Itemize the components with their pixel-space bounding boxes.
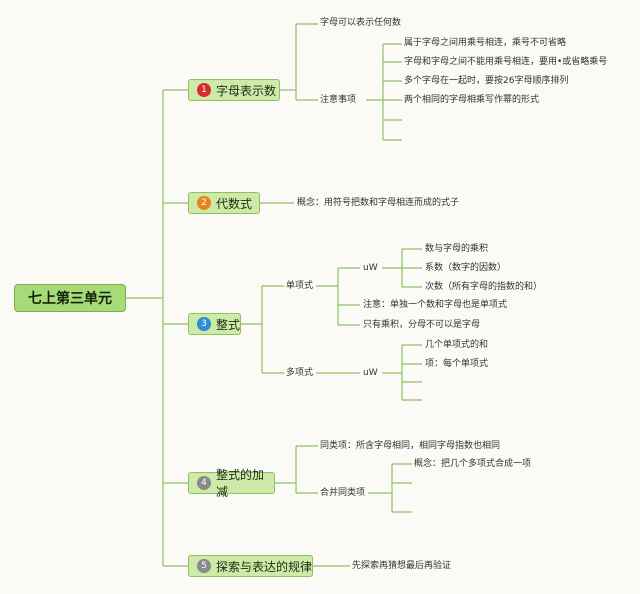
number-3-icon: 3 (197, 317, 211, 331)
number-1-icon: 1 (197, 83, 211, 97)
number-2-icon: 2 (197, 196, 211, 210)
leaf-text: 次数（所有字母的指数的和） (425, 282, 543, 292)
branch-title: 代数式 (216, 196, 253, 211)
number-5-icon: 5 (197, 559, 211, 573)
sub-label: 注意事项 (320, 95, 357, 105)
leaf-text: 系数（数字的因数） (425, 263, 507, 273)
number-4-icon: 4 (197, 476, 211, 490)
branch-node-4: 4 整式的加减 (188, 468, 275, 499)
branch-title: 整式 (216, 317, 241, 332)
branch-node-5: 5 探索与表达的规律 (188, 555, 313, 577)
leaf-text: 先探索再猜想最后再验证 (352, 561, 452, 571)
note-item: 字母和字母之间不能用乘号相连，要用•或省略乘号 (404, 57, 608, 67)
leaf-text: 概念：用符号把数和字母相连而成的式子 (297, 198, 460, 208)
sub-label: uW (363, 368, 378, 378)
leaf-text: 只有乘积，分母不可以是字母 (363, 320, 481, 330)
branch-node-3: 3 整式 (188, 313, 241, 335)
root-node: 七上第三单元 (14, 284, 126, 312)
note-item: 属于字母之间用乘号相连，乘号不可省略 (404, 38, 567, 48)
leaf-text: 注意：单独一个数和字母也是单项式 (363, 300, 508, 310)
leaf-text: 概念：把几个多项式合成一项 (414, 459, 532, 469)
branch-title: 字母表示数 (216, 83, 277, 98)
note-item: 多个字母在一起时，要按26字母顺序排列 (404, 76, 569, 86)
leaf-text: 项：每个单项式 (425, 359, 489, 369)
leaf-text: 几个单项式的和 (425, 340, 489, 350)
branch-title: 探索与表达的规律 (216, 559, 313, 574)
leaf-text: 同类项：所含字母相同，相同字母指数也相同 (320, 441, 501, 451)
sub-label: 合并同类项 (320, 488, 366, 498)
leaf-text: 数与字母的乘积 (425, 244, 489, 254)
leaf-text: 字母可以表示任何数 (320, 18, 402, 28)
sub-label: 单项式 (286, 281, 314, 291)
note-item: 两个相同的字母相乘写作幂的形式 (404, 95, 540, 105)
sub-label: 多项式 (286, 368, 314, 378)
branch-title: 整式的加减 (216, 468, 265, 499)
branch-node-1: 1 字母表示数 (188, 79, 280, 101)
branch-node-2: 2 代数式 (188, 192, 260, 214)
sub-label: uW (363, 263, 378, 273)
